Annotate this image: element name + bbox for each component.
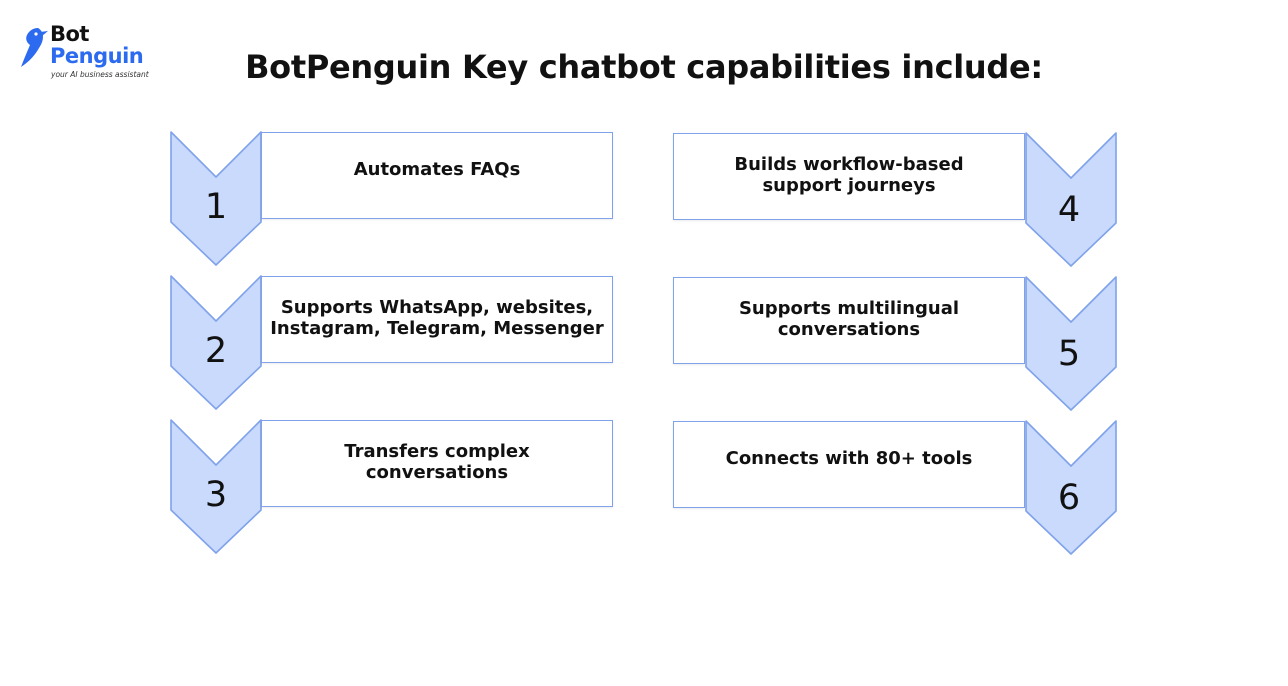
capability-text: Supports multilingual conversations	[738, 298, 960, 340]
capability-item-4: Builds workflow-based support journeys 4	[670, 132, 1118, 268]
capability-text: Supports WhatsApp, websites, Instagram, …	[270, 297, 604, 339]
chevron-arrow-icon	[170, 419, 262, 554]
chevron-arrow-icon	[1025, 420, 1117, 555]
botpenguin-logo: Bot Penguin your AI business assistant	[18, 22, 149, 84]
chevron-arrow-icon	[170, 275, 262, 410]
capability-box: Supports multilingual conversations	[673, 277, 1025, 364]
capability-box: Transfers complex conversations	[261, 420, 613, 507]
page-title: BotPenguin Key chatbot capabilities incl…	[245, 48, 1043, 86]
capability-text: Builds workflow-based support journeys	[734, 154, 964, 196]
capability-box: Automates FAQs	[261, 132, 613, 219]
capability-number: 6	[1057, 478, 1081, 518]
penguin-icon	[21, 28, 48, 67]
capability-text: Transfers complex conversations	[344, 441, 530, 483]
capability-number: 3	[204, 475, 228, 515]
chevron-arrow-icon	[1025, 276, 1117, 411]
logo-text-bot: Bot	[50, 22, 89, 46]
capability-box: Connects with 80+ tools	[673, 421, 1025, 508]
capability-item-3: Transfers complex conversations 3	[170, 419, 618, 555]
capability-number: 2	[204, 331, 228, 371]
capability-number: 5	[1057, 334, 1081, 374]
chevron-arrow-icon	[1025, 132, 1117, 267]
capability-box: Supports WhatsApp, websites, Instagram, …	[261, 276, 613, 363]
capability-item-1: Automates FAQs 1	[170, 131, 618, 267]
logo-tagline: your AI business assistant	[51, 70, 149, 79]
capability-number: 1	[204, 187, 228, 227]
capability-box: Builds workflow-based support journeys	[673, 133, 1025, 220]
capability-text: Connects with 80+ tools	[725, 448, 973, 469]
capability-text: Automates FAQs	[353, 159, 521, 180]
capability-item-6: Connects with 80+ tools 6	[670, 420, 1118, 556]
logo-text-penguin: Penguin	[50, 44, 144, 68]
capability-item-5: Supports multilingual conversations 5	[670, 276, 1118, 412]
capability-number: 4	[1057, 190, 1081, 230]
chevron-arrow-icon	[170, 131, 262, 266]
capability-item-2: Supports WhatsApp, websites, Instagram, …	[170, 275, 618, 411]
